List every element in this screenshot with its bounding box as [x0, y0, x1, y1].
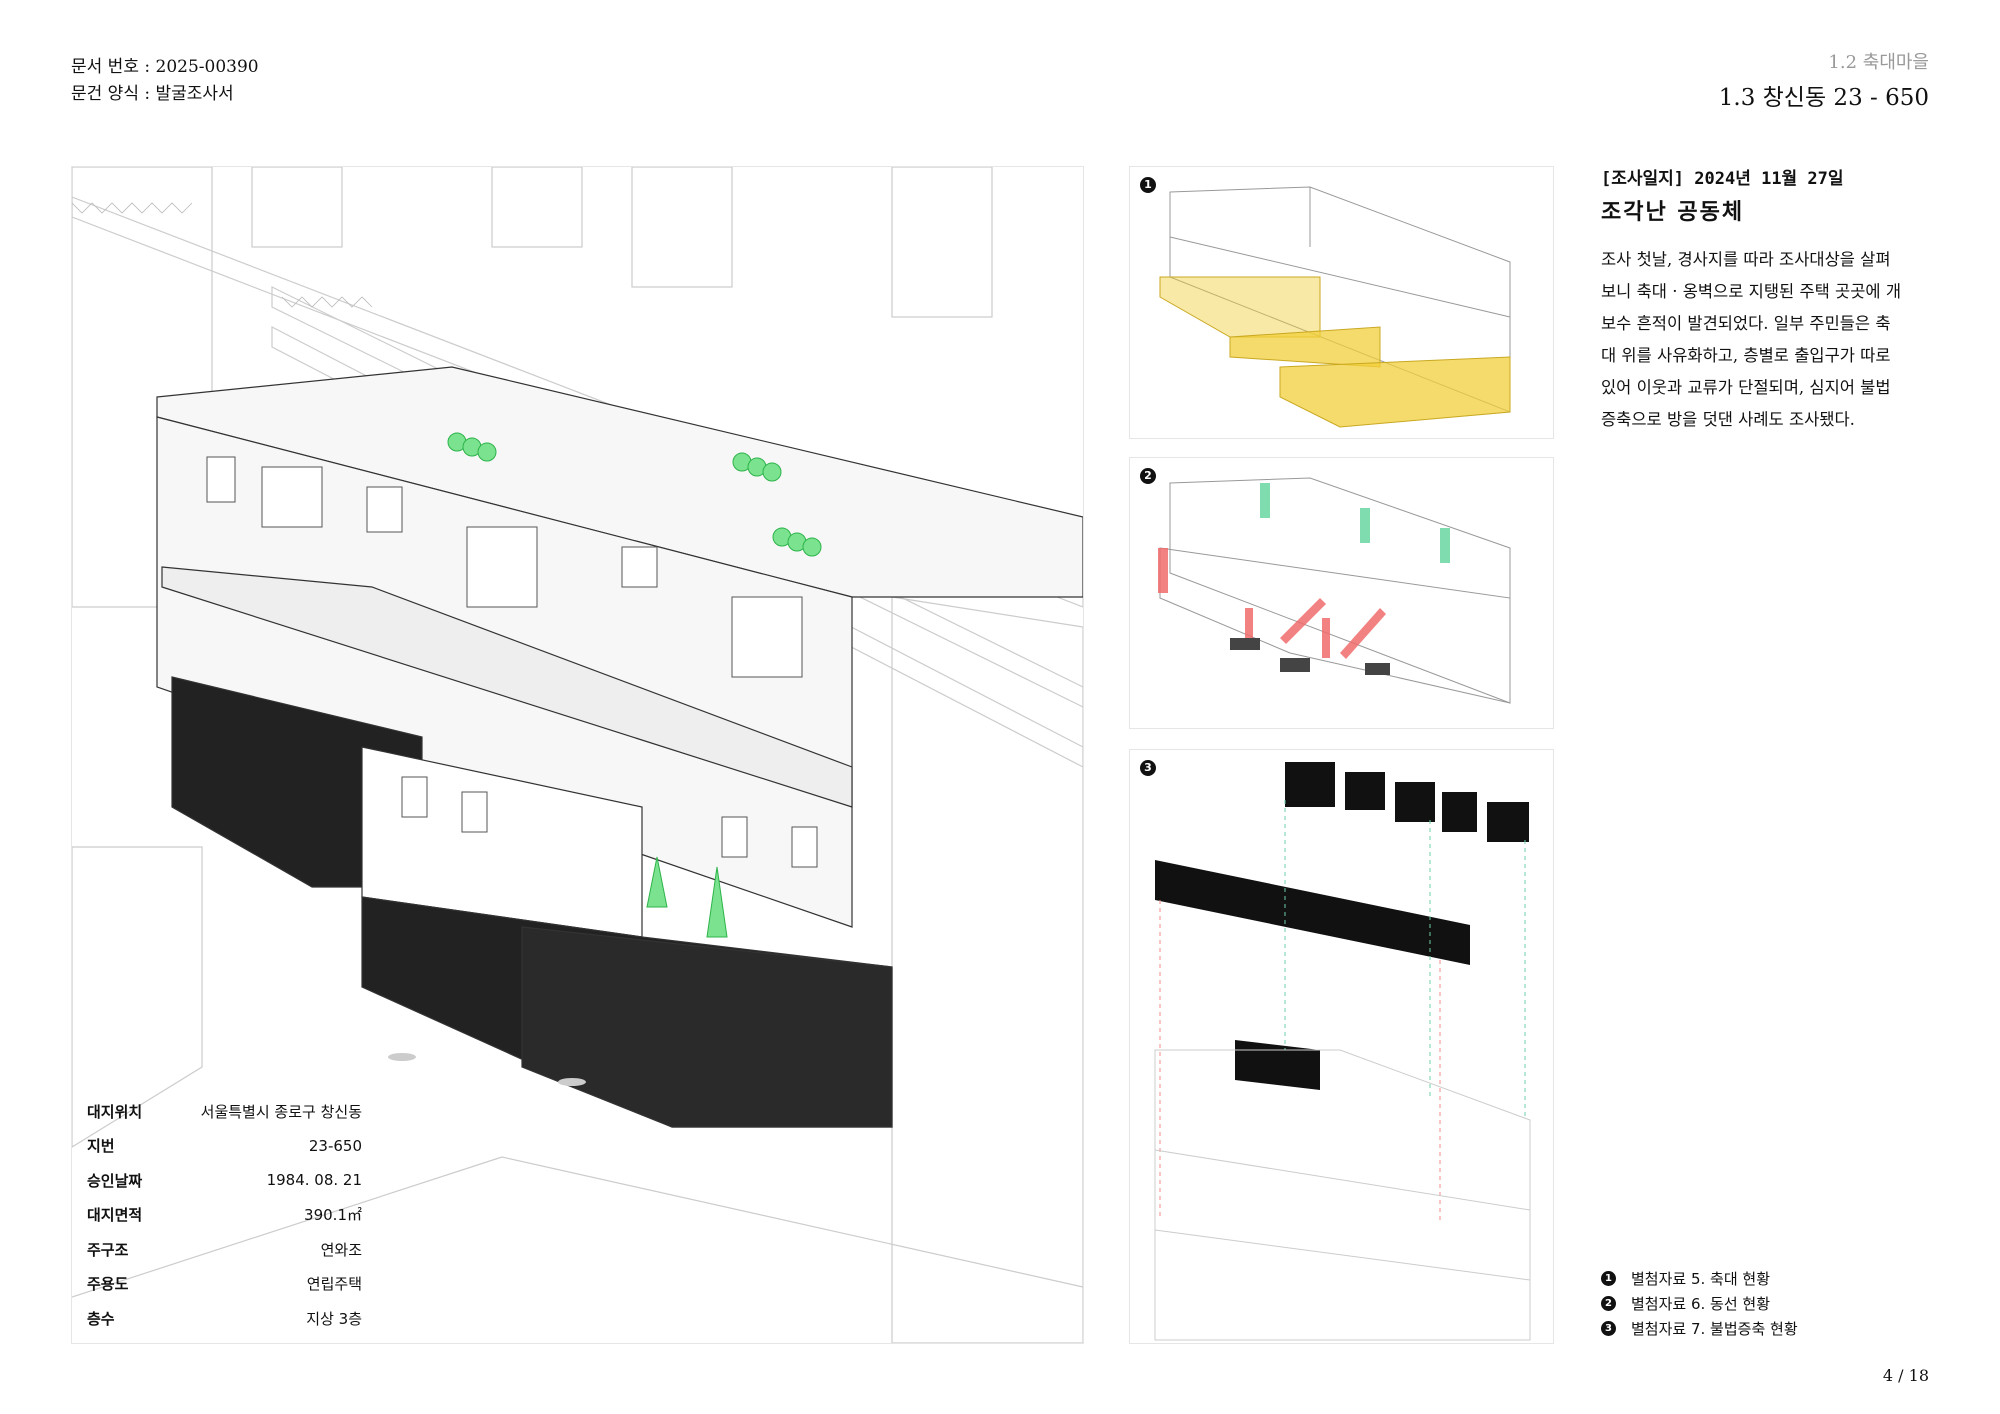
site-info-table: 대지위치 서울특별시 종로구 창신동 지번 23-650 승인날짜 1984. 08.… — [87, 1094, 362, 1336]
site-info-value: 390.1㎡ — [304, 1206, 362, 1225]
site-info-key: 주용도 — [87, 1275, 129, 1294]
site-info-row: 주구조 연와조 — [87, 1232, 362, 1267]
site-info-value: 서울특별시 종로구 창신동 — [200, 1102, 362, 1121]
site-info-row: 대지면적 390.1㎡ — [87, 1198, 362, 1233]
site-info-value: 지상 3층 — [306, 1309, 362, 1328]
site-info-key: 층수 — [87, 1309, 115, 1328]
legend-number-badge: 2 — [1601, 1296, 1616, 1311]
site-info-value: 23-650 — [308, 1136, 362, 1155]
legend-label: 별첨자료 7. 불법증축 현황 — [1631, 1320, 1798, 1338]
diagram-number-badge: 3 — [1140, 760, 1156, 776]
site-info-key: 대지면적 — [87, 1206, 143, 1225]
article-title: 조각난 공동체 — [1601, 199, 1745, 225]
site-info-key: 지번 — [87, 1137, 115, 1156]
appendix-legend: 1 별첨자료 5. 축대 현황 2 별첨자료 6. 동선 현황 3 별첨자료 7. 불… — [1601, 1266, 1798, 1341]
site-info-value: 연립주택 — [306, 1275, 362, 1294]
main-axonometric-drawing: 대지위치 서울특별시 종로구 창신동 지번 23-650 승인날짜 1984. 08.… — [71, 166, 1084, 1344]
site-info-row: 지번 23-650 — [87, 1129, 362, 1164]
legend-item[interactable]: 3 별첨자료 7. 불법증축 현황 — [1601, 1316, 1798, 1341]
site-info-key: 대지위치 — [87, 1102, 143, 1121]
page-indicator: 4 / 18 — [1882, 1366, 1929, 1385]
survey-date: [조사일지] 2024년 11월 27일 — [1601, 169, 1844, 189]
legend-label: 별첨자료 6. 동선 현황 — [1631, 1295, 1771, 1313]
diagram-number-badge: 2 — [1140, 468, 1156, 484]
site-info-key: 주구조 — [87, 1240, 129, 1259]
building-illustration — [72, 167, 1083, 1343]
legend-label: 별첨자료 5. 축대 현황 — [1631, 1270, 1771, 1288]
document-format: 문건 양식 : 발굴조사서 — [71, 84, 234, 104]
legend-item[interactable]: 1 별첨자료 5. 축대 현황 — [1601, 1266, 1798, 1291]
site-info-key: 승인날짜 — [87, 1171, 143, 1190]
article-body: 조사 첫날, 경사지를 따라 조사대상을 살펴 보니 축대 · 옹벽으로 지탱된… — [1601, 250, 1902, 429]
site-info-row: 층수 지상 3층 — [87, 1301, 362, 1336]
diagram-number-badge: 1 — [1140, 177, 1156, 193]
site-info-value: 1984. 08. 21 — [266, 1171, 362, 1190]
site-info-row: 주용도 연립주택 — [87, 1267, 362, 1302]
legend-number-badge: 3 — [1601, 1321, 1616, 1336]
site-info-row: 대지위치 서울특별시 종로구 창신동 — [87, 1094, 362, 1129]
site-info-value: 연와조 — [320, 1240, 362, 1259]
legend-item[interactable]: 2 별첨자료 6. 동선 현황 — [1601, 1291, 1798, 1316]
diagram-illegal-extension: 3 — [1129, 749, 1554, 1344]
diagram-retaining-wall: 1 — [1129, 166, 1554, 439]
section-title: 1.3 창신동 23 - 650 — [1718, 85, 1929, 111]
document-number: 문서 번호 : 2025-00390 — [71, 57, 259, 77]
diagram-circulation: 2 — [1129, 457, 1554, 729]
breadcrumb-previous-section[interactable]: 1.2 축대마을 — [1828, 52, 1929, 73]
site-info-row: 승인날짜 1984. 08. 21 — [87, 1163, 362, 1198]
legend-number-badge: 1 — [1601, 1271, 1616, 1286]
